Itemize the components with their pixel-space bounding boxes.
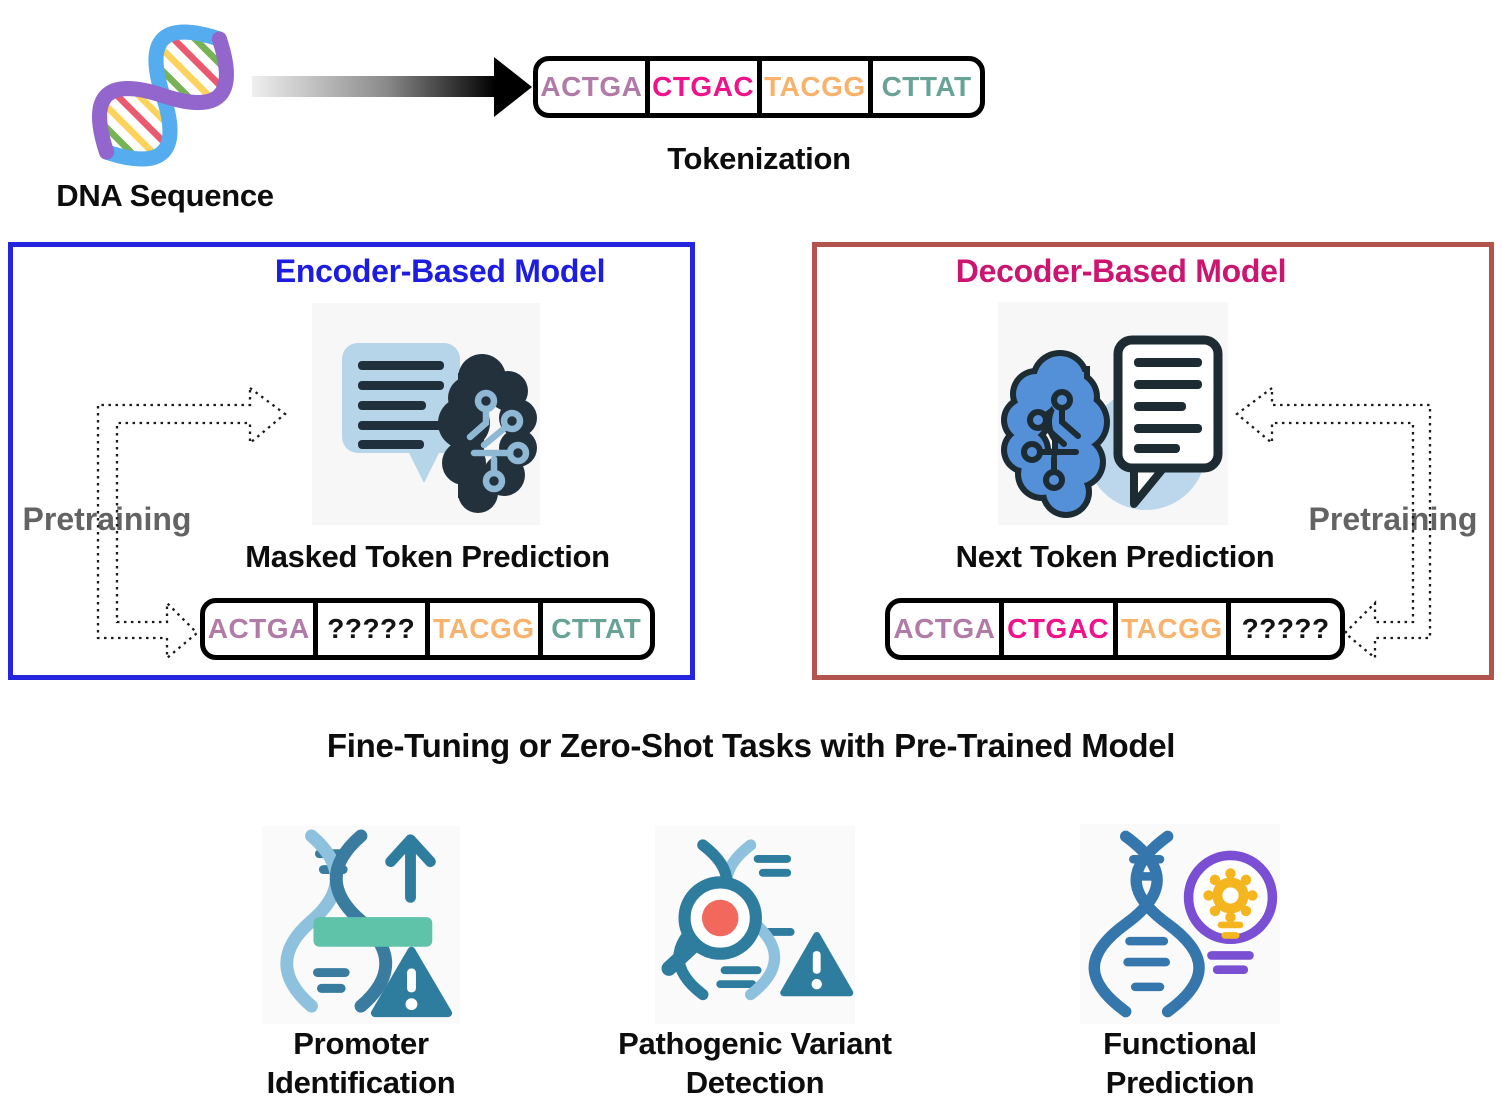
token: ACTGA (538, 61, 650, 113)
functional-label: Functional Prediction (1025, 1024, 1335, 1097)
token: CTTAT (881, 71, 972, 102)
encoder-task-label: Masked Token Prediction (245, 539, 610, 574)
finetune-heading: Fine-Tuning or Zero-Shot Tasks with Pre-… (326, 727, 1176, 764)
pathogenic-icon-bg (655, 826, 855, 1024)
tokenized-sequence: ACTGA CTGAC TACGG CTTAT (533, 56, 985, 118)
functional-icon-bg (1080, 824, 1280, 1024)
decoder-task-label: Next Token Prediction (955, 539, 1275, 574)
pathogenic-label: Pathogenic Variant Detection (570, 1024, 940, 1097)
tokenization-arrowhead (494, 57, 532, 117)
token: ACTGA (205, 603, 318, 655)
encoder-icon-bg (312, 303, 540, 525)
dna-magnifier-warning-icon (661, 839, 854, 1001)
decoder-icon-bg (998, 302, 1228, 525)
token: TACGG (762, 61, 874, 113)
dna-promoter-arrow-warning-icon (280, 829, 453, 1018)
chat-bubble-brain-icon (342, 343, 537, 513)
decoder-token-sequence: ACTGA CTGAC TACGG ????? (885, 598, 1345, 660)
tokenization-label: Tokenization (667, 141, 851, 176)
dna-helix-icon (91, 24, 235, 167)
token: CTTAT (551, 613, 642, 644)
token: ACTGA (890, 603, 1004, 655)
promoter-label: Promoter Identification (205, 1024, 517, 1097)
token: TACGG (430, 603, 543, 655)
encoder-pretraining-label: Pretraining (22, 501, 192, 537)
masked-token: ????? (318, 603, 430, 655)
token: CTGAC (650, 61, 762, 113)
decoder-pretraining-label: Pretraining (1308, 501, 1478, 537)
brain-chat-bubble-icon (1001, 335, 1223, 518)
encoder-title: Encoder-Based Model (274, 253, 606, 289)
encoder-token-sequence: ACTGA ????? TACGG CTTAT (200, 598, 655, 660)
dna-lightbulb-gear-icon (1088, 830, 1278, 1018)
promoter-label-line2: Identification (266, 1065, 456, 1097)
functional-label-line2: Prediction (1105, 1065, 1255, 1097)
decoder-title: Decoder-Based Model (955, 253, 1287, 289)
token: TACGG (1118, 603, 1232, 655)
tokenization-arrow (252, 76, 496, 97)
dna-sequence-label: DNA Sequence (56, 178, 274, 213)
promoter-icon-bg (262, 826, 460, 1024)
promoter-label-line1: Promoter (293, 1026, 429, 1061)
token: CTGAC (1004, 603, 1118, 655)
masked-token: ????? (1241, 613, 1330, 644)
pathogenic-label-line2: Detection (685, 1065, 825, 1097)
pathogenic-label-line1: Pathogenic Variant (618, 1026, 892, 1061)
functional-label-line1: Functional (1103, 1026, 1257, 1061)
